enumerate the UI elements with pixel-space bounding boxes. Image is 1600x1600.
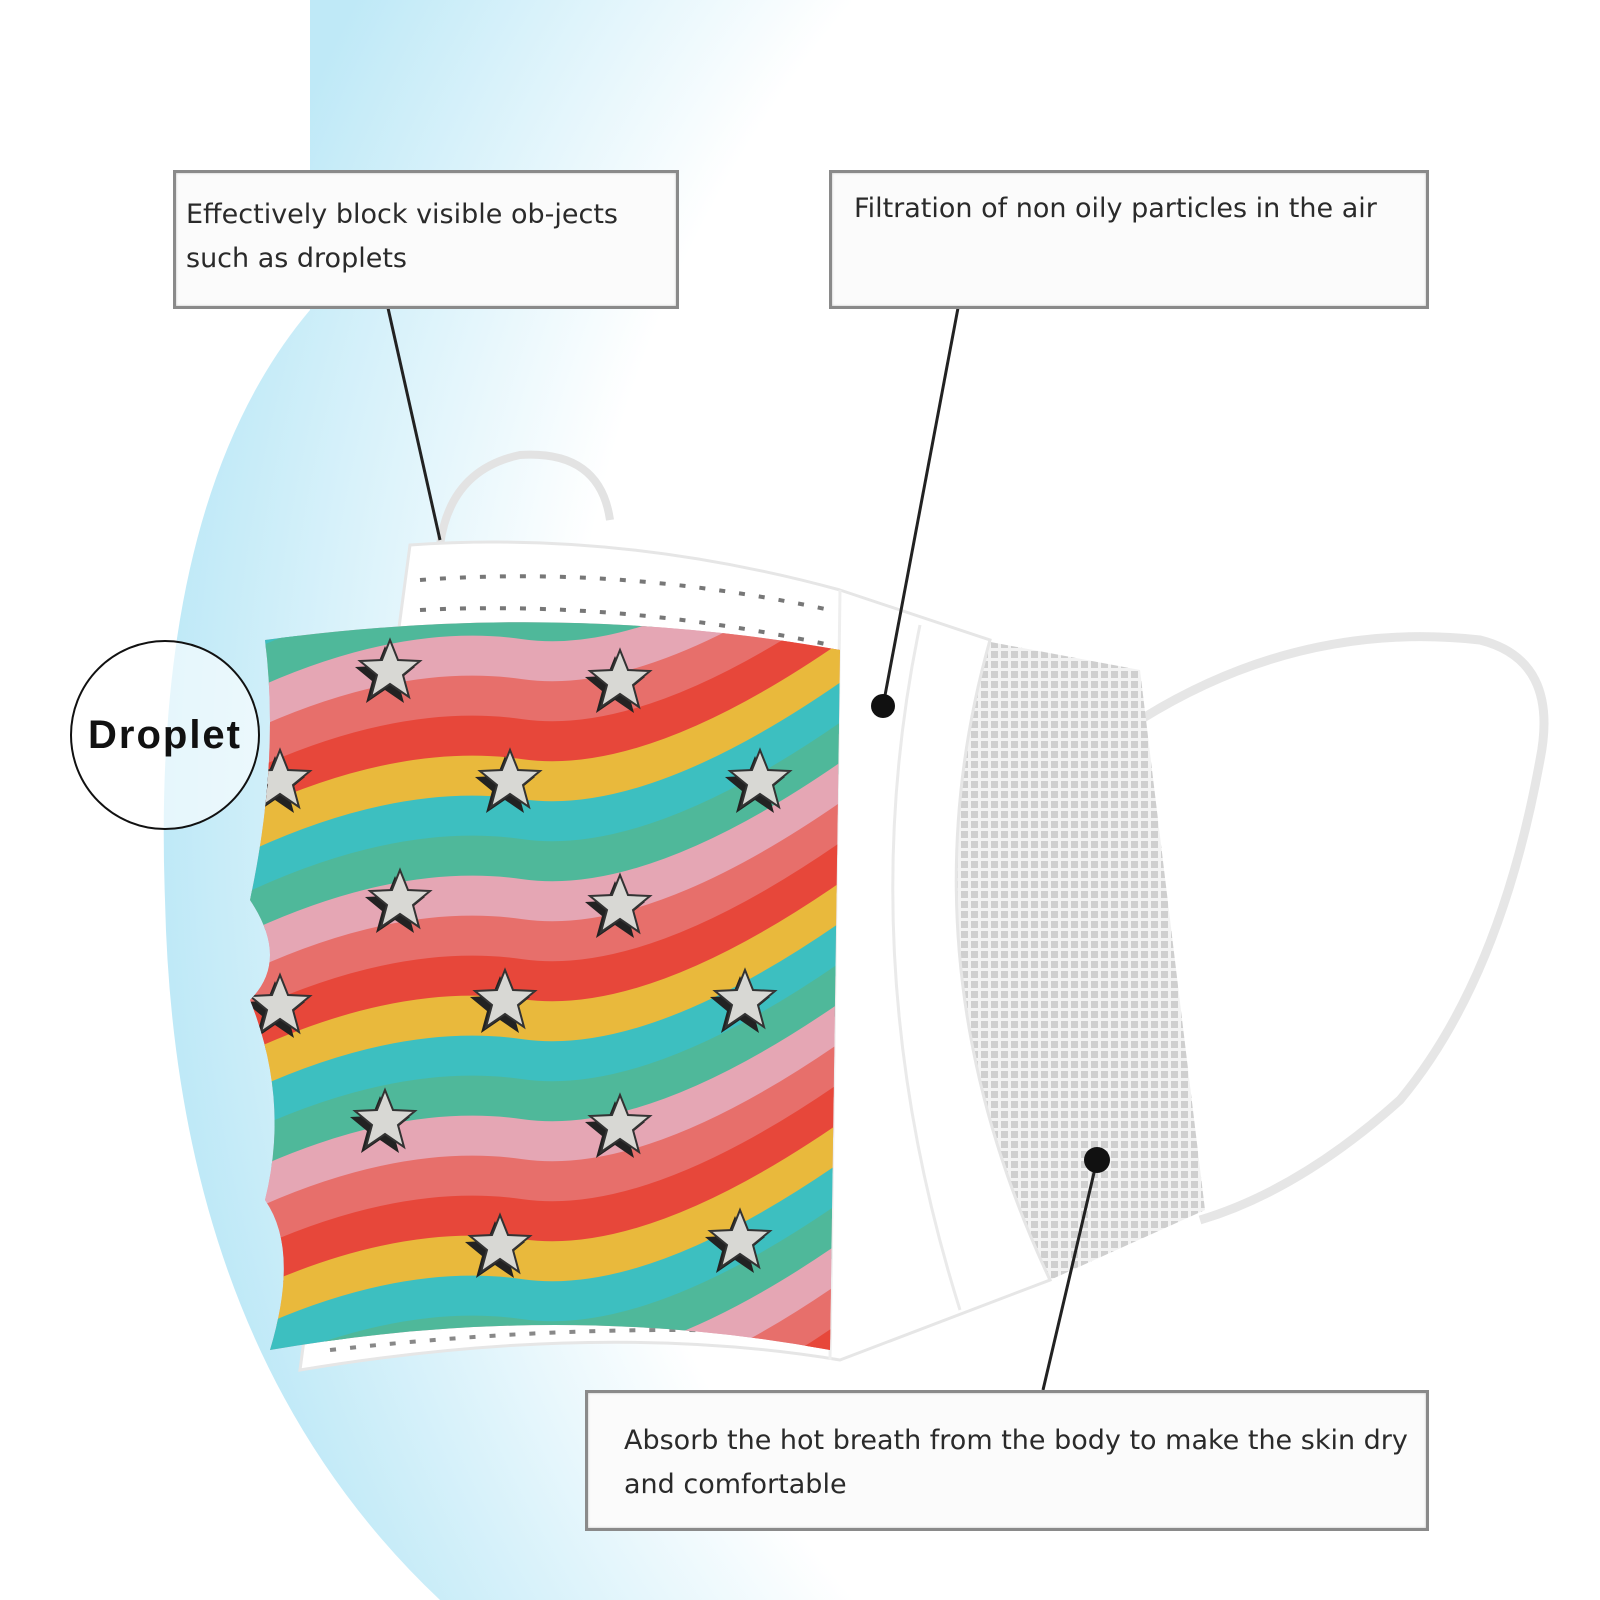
ear-loop-right [1137, 632, 1549, 1225]
fabric-stripe [250, 943, 840, 1199]
fabric-stripe [250, 983, 840, 1239]
fabric-stripe [250, 622, 840, 799]
fabric-stripe [250, 743, 840, 999]
pointer-dot [871, 694, 895, 718]
fabric-stripe [250, 1023, 840, 1279]
fabric-stripe [250, 1223, 840, 1350]
printed-fabric [250, 622, 840, 1350]
fabric-stripe [250, 783, 840, 1039]
pointer-dot [1084, 1147, 1110, 1173]
inner-mesh-panel [952, 640, 1205, 1280]
callout-filtration: Filtration of non oily particles in the … [829, 170, 1429, 309]
ear-loop-top [436, 450, 614, 546]
fabric-stripe [250, 1063, 840, 1319]
fabric-stripe [250, 622, 840, 839]
fabric-stripe [250, 823, 840, 1079]
fabric-stripe [250, 622, 840, 759]
droplet-label: Droplet [70, 640, 260, 830]
callout-droplet-blocking: Effectively block visible ob-jects such … [173, 170, 679, 309]
fabric-stripe [250, 622, 840, 719]
callout-breath-absorb: Absorb the hot breath from the body to m… [585, 1390, 1429, 1531]
fabric-stripe [250, 1103, 840, 1350]
